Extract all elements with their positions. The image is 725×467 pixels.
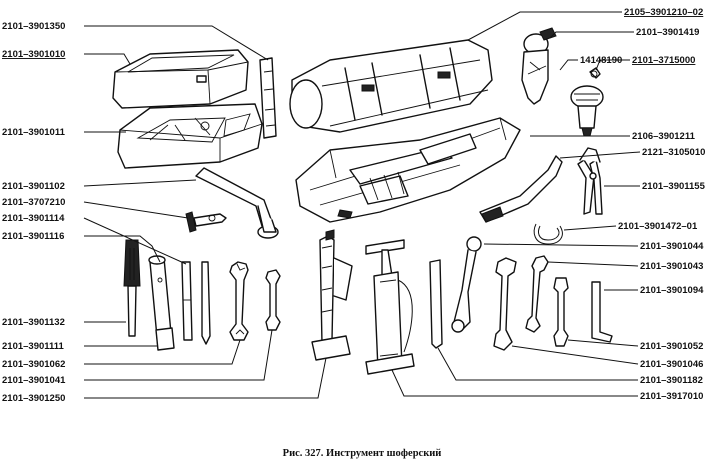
label-tool-roll: 2106–3901211: [632, 131, 696, 142]
toolbox-closed-drawing: [112, 49, 249, 109]
label-hex-key: 2101–3901094: [640, 285, 704, 296]
label-spark-plug-socket: 2101–3901111: [2, 341, 65, 352]
label-flat-blade: 2101–3901182: [640, 375, 703, 386]
wrench-19-22-drawing: [493, 257, 517, 351]
toolbox-open-drawing: [117, 103, 263, 169]
bulb-drawing: [589, 67, 601, 79]
tool-roll-drawing: [295, 117, 521, 223]
label-feeler-key: 2101–3707210: [2, 197, 65, 208]
car-jack-drawing: [311, 229, 353, 361]
label-inspection-lamp: 2101–3715000: [632, 55, 695, 66]
feeler-key-drawing: [185, 211, 227, 233]
bar-wrench-drawing: [259, 57, 277, 139]
pliers-drawing: [577, 147, 603, 215]
oil-can-drawing: [521, 27, 557, 105]
label-toolbox: 2101–3901010: [2, 49, 65, 60]
label-tire-lever: 2121–3105010: [642, 147, 705, 158]
inspection-lamp-drawing: [570, 85, 604, 137]
label-tool-handle: 2101–3901350: [2, 21, 65, 32]
figure-caption: Рис. 327. Инструмент шоферский: [283, 448, 442, 459]
wrench-10-12-drawing: [553, 277, 569, 347]
label-wrench-8-10: 2101–3901041: [2, 375, 66, 386]
label-tommy-bar: 2101–3901114: [2, 213, 65, 224]
label-bulb: 14148190: [580, 55, 622, 66]
label-tool-bag: 2105–3901210–02: [624, 7, 703, 18]
label-wrench-24-27: 2101–3901043: [640, 261, 703, 272]
label-pliers: 2101–3901155: [642, 181, 706, 192]
tommy-bar-drawing: [181, 261, 193, 341]
wrench-24-27-drawing: [525, 255, 549, 333]
label-ring-wrench: 2101–3901044: [640, 241, 704, 252]
ring-wrench-drawing: [451, 236, 482, 333]
label-wrench-10-12: 2101–3901052: [640, 341, 703, 352]
tire-pump-drawing: [365, 239, 415, 375]
hose-drawing: [533, 223, 563, 245]
label-tire-pump: 2101–3917010: [640, 391, 703, 402]
label-wheel-wrench: 2101–3901102: [2, 181, 65, 192]
tool-bag-drawing: [289, 39, 493, 133]
hex-key-drawing: [591, 281, 613, 343]
label-screwdriver: 2101–3901132: [2, 317, 65, 328]
spark-plug-socket-drawing: [148, 255, 175, 351]
punch-drawing: [201, 261, 211, 345]
label-wrench-13-17: 2101–3901062: [2, 359, 65, 370]
label-hose: 2101–3901472–01: [618, 221, 698, 232]
screwdriver-drawing: [123, 239, 141, 337]
flat-blade-drawing: [429, 259, 443, 349]
wheel-wrench-drawing: [195, 167, 279, 239]
label-oil-can: 2101–3901419: [636, 27, 699, 38]
wrench-13-17-drawing: [229, 261, 249, 341]
label-punch: 2101–3901116: [2, 231, 64, 242]
label-toolbox-tray: 2101–3901011: [2, 127, 66, 138]
tire-lever-drawing: [479, 155, 563, 223]
leader-lines: [83, 11, 641, 399]
label-wrench-19-22: 2101–3901046: [640, 359, 703, 370]
label-car-jack: 2101–3901250: [2, 393, 65, 404]
wrench-8-10-drawing: [265, 269, 281, 331]
